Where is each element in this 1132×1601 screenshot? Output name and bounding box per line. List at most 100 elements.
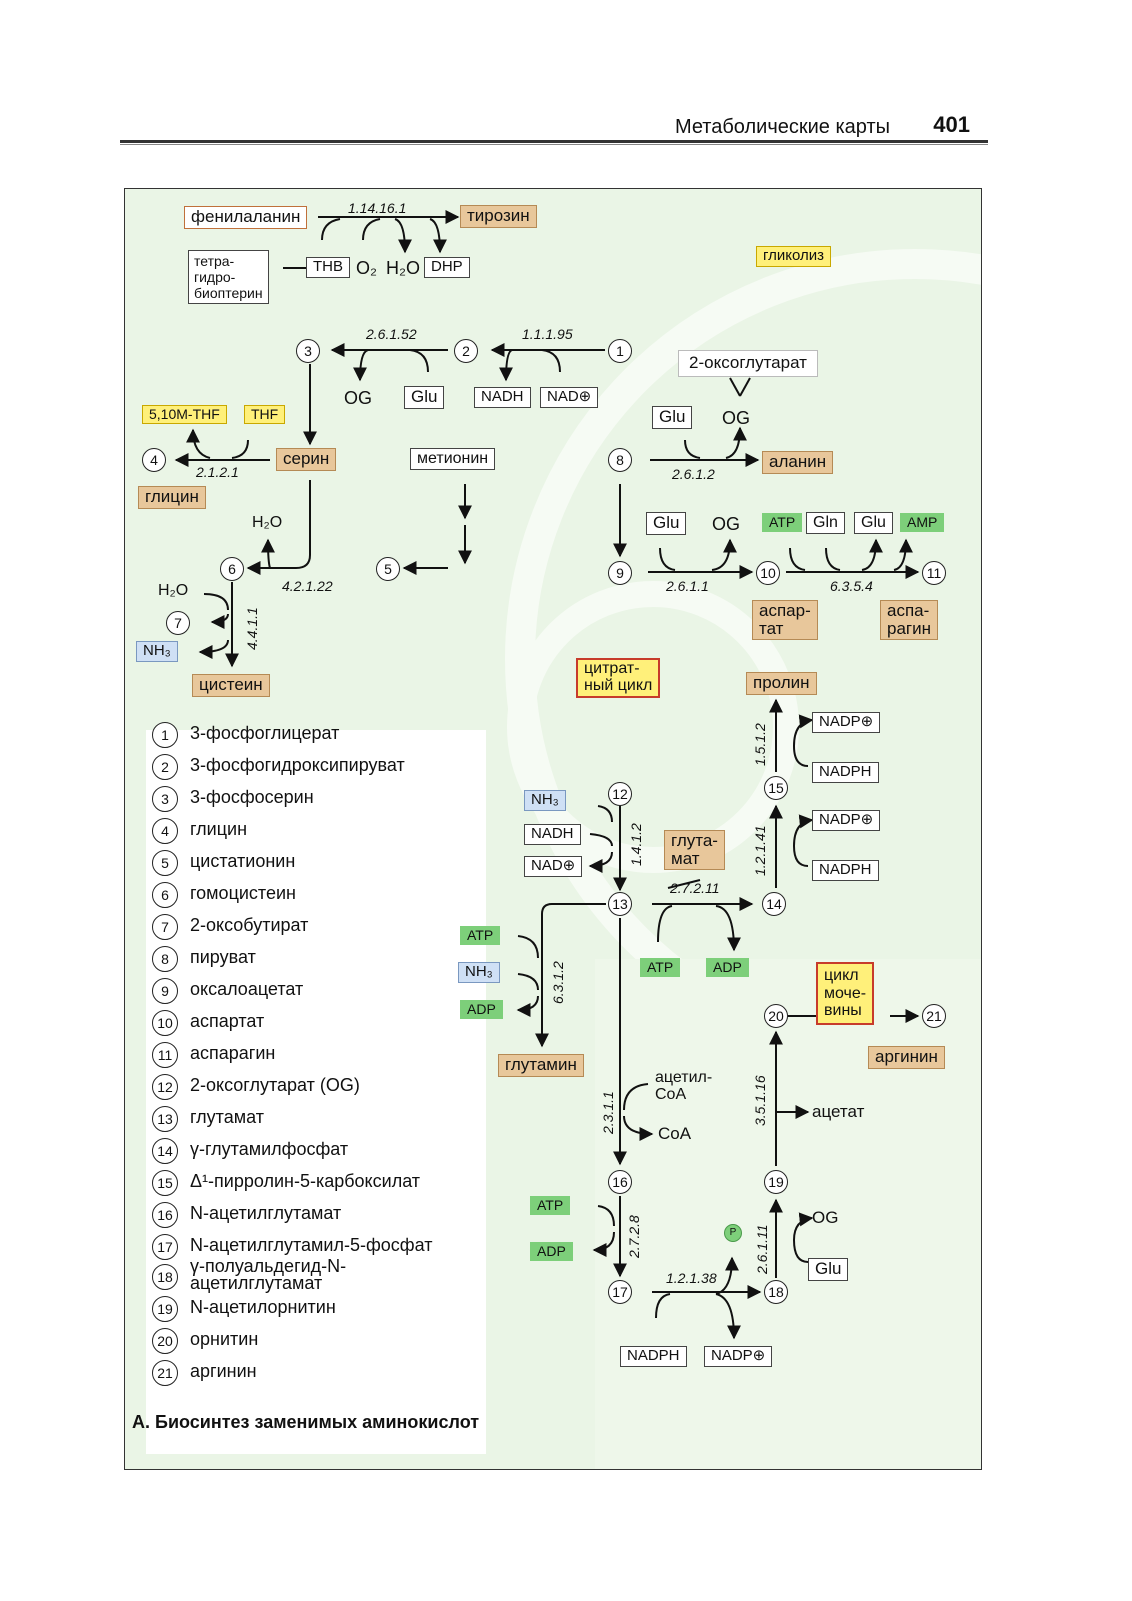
nadph-box-p2: NADPH	[812, 860, 879, 881]
urea-cycle-box: цикл моче- вины	[816, 962, 875, 1025]
node-11: 11	[922, 561, 946, 585]
glycine-box: глицин	[138, 486, 206, 509]
og-label-9: OG	[712, 514, 741, 534]
legend-text: γ-полуальдегид-N-ацетилглутамат	[190, 1256, 347, 1293]
nadh-box-1: NADH	[474, 387, 531, 408]
enzyme-2-7-2-11: 2.7.2.11	[670, 880, 720, 896]
node-20: 20	[764, 1004, 788, 1028]
legend-text: оксалоацетат	[190, 979, 304, 999]
legend-text: цистатионин	[190, 851, 296, 871]
o2-label: O₂	[356, 258, 377, 278]
header-rule-thin	[120, 144, 988, 145]
enzyme-6-3-1-2: 6.3.1.2	[550, 961, 566, 1004]
glutamate-line-1: глута-	[671, 831, 718, 850]
nadp-box-p2: NADP⊕	[812, 810, 881, 831]
og-label-19: OG	[812, 1208, 839, 1227]
node-9: 9	[608, 561, 632, 585]
adp-box-gln: ADP	[460, 1000, 503, 1020]
legend-number: 19	[152, 1296, 178, 1322]
thb-box: THB	[306, 257, 350, 278]
figure-caption: А. Биосинтез заменимых аминокислот	[132, 1412, 480, 1432]
enzyme-2-6-1-11: 2.6.1.11	[754, 1224, 770, 1274]
glu-box-11: Glu	[854, 512, 893, 534]
urea-line-2: моче-	[824, 984, 867, 1002]
alanine-box: аланин	[762, 451, 834, 474]
legend-number: 7	[152, 914, 178, 940]
urea-line-1: цикл	[824, 967, 859, 984]
legend-text: глутамат	[190, 1107, 264, 1127]
nh3-box-cys: NH₃	[136, 641, 178, 662]
methylene-thf-box: 5,10M-THF	[142, 405, 227, 425]
lower-panel	[595, 959, 981, 1469]
asparagine-line-1: аспа-	[887, 601, 930, 620]
legend-number: 8	[152, 946, 178, 972]
legend-text: 3-фосфоглицерат	[190, 723, 340, 743]
legend-text: 3-фосфосерин	[190, 787, 314, 807]
coa-label: CoA	[658, 1124, 692, 1143]
legend-number: 1	[152, 722, 178, 748]
enzyme-6-3-5-4: 6.3.5.4	[830, 578, 873, 594]
node-2: 2	[454, 339, 478, 363]
legend-text: аспарагин	[190, 1043, 276, 1063]
glutamine-box: глутамин	[498, 1054, 584, 1077]
glutamate-line-2: мат	[671, 848, 700, 868]
enzyme-4-4-1-1: 4.4.1.1	[244, 607, 260, 650]
legend-text: Δ¹-пирролин-5-карбоксилат	[190, 1171, 421, 1191]
acetate-label: ацетат	[812, 1102, 865, 1121]
enzyme-1-14-16-1: 1.14.16.1	[348, 200, 407, 216]
glutamate-box: глута- мат	[664, 830, 725, 870]
methionine-box: метионин	[410, 448, 496, 470]
legend-number: 20	[152, 1328, 178, 1354]
node-21: 21	[922, 1004, 946, 1028]
glu-box-9: Glu	[646, 512, 687, 535]
legend-number: 13	[152, 1106, 178, 1132]
legend-text: гомоцистеин	[190, 883, 296, 903]
enzyme-2-3-1-1: 2.3.1.1	[600, 1091, 616, 1134]
legend-number: 9	[152, 978, 178, 1004]
enzyme-2-6-1-2: 2.6.1.2	[672, 466, 715, 482]
nadph-box-17: NADPH	[620, 1346, 687, 1367]
node-3: 3	[296, 339, 320, 363]
oxoglutarate-callout: 2-оксоглутарат	[678, 350, 818, 377]
atp-box-11: ATP	[762, 513, 803, 533]
aspartate-box: аспар- тат	[752, 600, 818, 640]
legend-text: N-ацетилглутамил-5-фосфат	[190, 1235, 433, 1255]
nadp-box-17: NADP⊕	[704, 1346, 773, 1367]
enzyme-2-6-1-1: 2.6.1.1	[666, 578, 709, 594]
legend-number: 2	[152, 754, 178, 780]
legend-number: 5	[152, 850, 178, 876]
legend-text: пируват	[190, 947, 256, 967]
glu-box-1: Glu	[404, 386, 445, 409]
tyrosine-box: тирозин	[460, 205, 537, 228]
urea-line-3: вины	[824, 1002, 862, 1020]
tetra-line-2: гидро-	[194, 269, 236, 286]
legend-text: γ-глутамилфосфат	[190, 1139, 349, 1159]
glu-box-19: Glu	[808, 1258, 849, 1281]
header-rule	[120, 140, 988, 143]
legend-text: глицин	[190, 819, 248, 839]
legend-number: 4	[152, 818, 178, 844]
node-18: 18	[764, 1280, 788, 1304]
legend-number: 3	[152, 786, 178, 812]
acetylcoa-label: ацетил- CoA	[648, 1068, 719, 1106]
phosphate-circle: P	[724, 1224, 742, 1242]
gln-box-11: Gln	[806, 512, 845, 534]
node-17: 17	[608, 1280, 632, 1304]
h2o-label-6: H₂O	[252, 514, 283, 531]
enzyme-2-6-1-52: 2.6.1.52	[366, 326, 417, 342]
legend-number: 12	[152, 1074, 178, 1100]
tetra-line-3: биоптерин	[194, 285, 263, 302]
atp-box-16: ATP	[530, 1196, 571, 1216]
acetylcoa-line-2: CoA	[655, 1085, 687, 1103]
legend-text: аспартат	[190, 1011, 265, 1031]
legend-number: 10	[152, 1010, 178, 1036]
legend-text: 3-фосфогидроксипируват	[190, 755, 405, 775]
serine-box: серин	[276, 448, 337, 471]
nad-box-1: NAD⊕	[540, 387, 599, 408]
nadh-box-12: NADH	[524, 824, 581, 845]
legend-text: 2-оксобутират	[190, 915, 309, 935]
tetrahydrobiopterin-box: тетра- гидро- биоптерин	[188, 250, 269, 305]
nh3-box-gln: NH₃	[458, 962, 500, 983]
enzyme-3-5-1-16: 3.5.1.16	[752, 1075, 768, 1126]
